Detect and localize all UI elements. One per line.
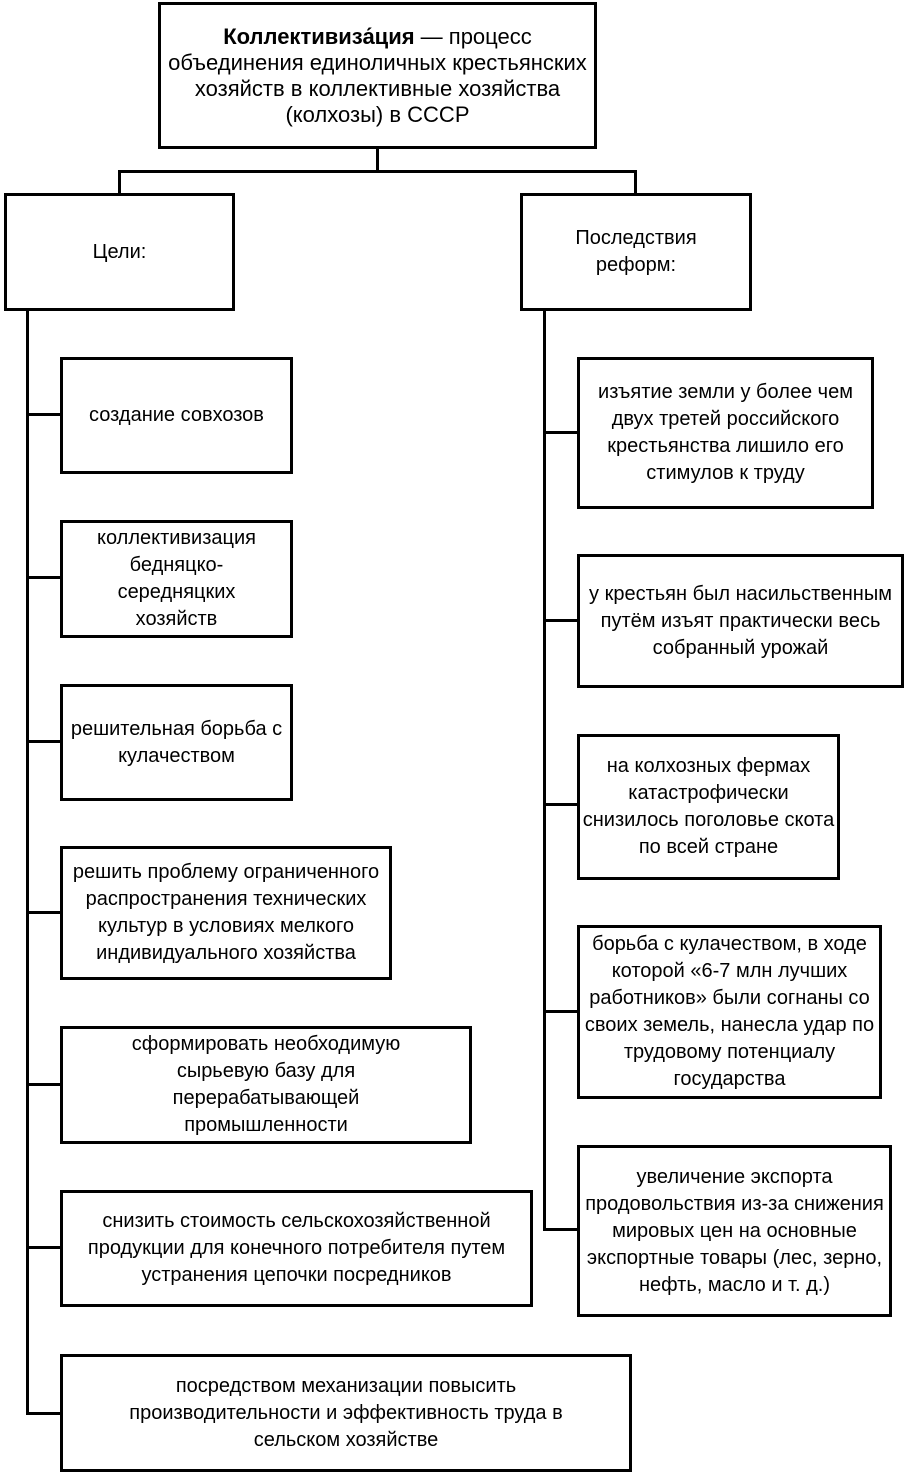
goal-item: посредством механизации повысить произво… (60, 1354, 632, 1472)
goal-item: решить проблему ограниченного распростра… (60, 846, 392, 980)
consequences-tick-4 (543, 1010, 580, 1013)
consequence-item: увеличение экспорта продовольствия из-за… (577, 1145, 892, 1317)
consequence-item: изъятие земли у более чем двух третей ро… (577, 357, 874, 509)
consequence-item-text: борьба с кулачеством, в ходе которой «6-… (584, 933, 875, 1090)
goal-item-text: посредством механизации повысить произво… (129, 1374, 563, 1451)
consequences-tick-3 (543, 803, 580, 806)
goals-header: Цели: (4, 193, 235, 311)
title-box: Коллективиза́ция — процесс объединения е… (158, 2, 597, 149)
goal-item-text: снизить стоимость сельскохозяйственной п… (87, 1210, 506, 1286)
goal-item-text: решительная борьба с кулачеством (70, 717, 283, 767)
consequence-item: у крестьян был насильственным путём изъя… (577, 554, 904, 688)
consequence-item-text: изъятие земли у более чем двух третей ро… (598, 381, 853, 484)
consequence-item: борьба с кулачеством, в ходе которой «6-… (577, 925, 882, 1099)
goal-item-text: создание совхозов (89, 404, 264, 426)
connector-to-goals (118, 170, 121, 196)
connector-title-down (376, 146, 379, 172)
goals-tick-2 (26, 576, 62, 579)
goals-tick-4 (26, 911, 62, 914)
consequences-tick-2 (543, 619, 580, 622)
connector-to-consequences (634, 170, 637, 196)
goal-item: снизить стоимость сельскохозяйственной п… (60, 1190, 533, 1307)
goals-tick-5 (26, 1083, 62, 1086)
title-text: Коллективиза́ция — процесс объединения е… (165, 24, 590, 128)
consequence-item-text: на колхозных фермах катастрофически сниз… (582, 755, 835, 858)
consequence-item-text: у крестьян был насильственным путём изъя… (589, 582, 892, 659)
goal-item: решительная борьба с кулачеством (60, 684, 293, 801)
goals-spine (26, 309, 29, 1415)
consequences-spine (543, 309, 546, 1231)
consequences-tick-5 (543, 1228, 580, 1231)
goal-item: коллективизация бедняцко-середняцких хоз… (60, 520, 293, 638)
title-definition: — процесс объединения единоличных кресть… (168, 23, 587, 127)
goal-item-text: сформировать необходимую сырьевую базу д… (131, 1033, 401, 1136)
goal-item-text: коллективизация бедняцко-середняцких хоз… (97, 527, 256, 630)
goal-item: создание совхозов (60, 357, 293, 474)
consequences-header: Последствия реформ: (520, 193, 752, 311)
goals-tick-7 (26, 1412, 62, 1415)
goal-item-text: решить проблему ограниченного распростра… (72, 861, 380, 964)
consequences-header-label: Последствия реформ: (575, 227, 697, 276)
goal-item: сформировать необходимую сырьевую базу д… (60, 1026, 472, 1144)
consequence-item: на колхозных фермах катастрофически сниз… (577, 734, 840, 880)
title-term: Коллективиза́ция (223, 23, 415, 49)
goals-header-label: Цели: (92, 240, 147, 263)
consequences-tick-1 (543, 431, 580, 434)
goals-tick-1 (26, 413, 62, 416)
connector-branch (118, 170, 637, 173)
goals-tick-6 (26, 1246, 62, 1249)
consequence-item-text: увеличение экспорта продовольствия из-за… (585, 1165, 884, 1296)
goals-tick-3 (26, 740, 62, 743)
